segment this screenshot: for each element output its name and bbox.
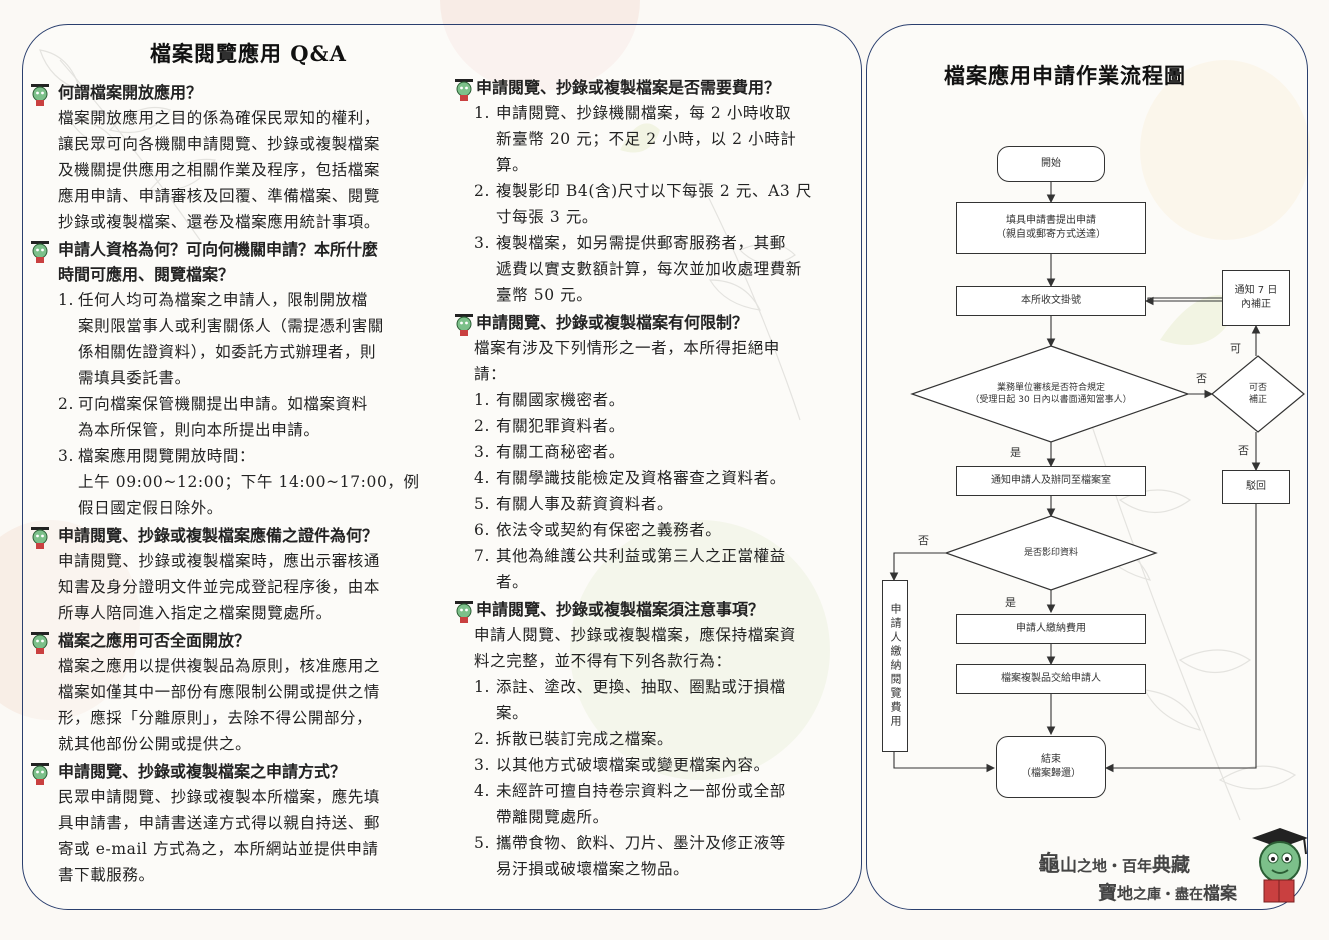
label-yes-1: 是 <box>1010 446 1021 459</box>
question-heading: 申請閱覽、抄錄或複製檔案應備之證件為何？ <box>28 523 448 549</box>
turtle-mascot-icon <box>31 527 49 549</box>
flow-end: 結束 （檔案歸還） <box>996 736 1106 798</box>
list-item: 1.添註、塗改、更換、抽取、圈點或汙損檔案。 <box>474 678 786 722</box>
question-heading: 何謂檔案開放應用？ <box>28 80 448 106</box>
bg-blob-yellow <box>1140 60 1310 240</box>
turtle-mascot-icon <box>31 84 49 106</box>
turtle-mascot-icon <box>31 241 49 263</box>
flow-notify: 通知申請人及辦同至檔案室 <box>956 466 1146 496</box>
list-item: 3.複製檔案，如另需提供郵寄服務者，其郵遞費以實支數額計算，每次並加收處理費新臺… <box>474 234 802 304</box>
label-yes-2: 是 <box>1005 596 1016 609</box>
list-item: 6.依法令或契約有保密之義務者。 <box>474 521 722 539</box>
list-item: 3.有關工商秘密者。 <box>474 443 625 461</box>
bg-blob-green <box>570 520 830 780</box>
list-item: 2.可向檔案保管機關提出申請。如檔案資料為本所保管，則向本所提出申請。 <box>58 395 368 439</box>
list-item: 1.有關國家機密者。 <box>474 391 625 409</box>
question-heading: 申請人資格為何？可向何機關申請？本所什麼 時間可應用、閱覽檔案？ <box>28 237 448 287</box>
turtle-mascot-large-icon <box>1252 828 1308 903</box>
question-heading: 申請閱覽、抄錄或複製檔案之申請方式？ <box>28 759 448 785</box>
slogan-line-1: 龜山之地・百年典藏 <box>1038 851 1191 877</box>
bg-blob-peach <box>0 520 140 720</box>
flow-review-text: 業務單位審核是否符合規定 （受理日起 30 日內以書面通知當事人） <box>970 383 1132 405</box>
flowchart-title: 檔案應用申請作業流程圖 <box>944 63 1186 88</box>
flow-receive: 本所收文掛號 <box>956 286 1146 316</box>
label-no-3: 否 <box>918 534 929 547</box>
qa-left-column: 何謂檔案開放應用？ 檔案開放應用之目的係為確保民眾知的權利， 讓民眾可向各機關申… <box>28 80 448 888</box>
flow-start: 開始 <box>997 146 1105 182</box>
flow-pay-copy: 申請人繳納費用 <box>956 614 1146 644</box>
qa-right-column: 申請閱覽、抄錄或複製檔案是否需要費用？ 1.申請閱覽、抄錄機關檔案，每 2 小時… <box>452 75 857 882</box>
question-heading: 申請閱覽、抄錄或複製檔案須注意事項？ <box>452 597 857 623</box>
flow-deliver: 檔案複製品交給申請人 <box>956 664 1146 694</box>
list-item: 5.有關人事及薪資資料者。 <box>474 495 674 513</box>
slogan-line-2: 寶地之庫・盡在檔案 <box>1098 882 1238 904</box>
label-no-1: 否 <box>1196 372 1207 385</box>
label-can: 可 <box>1230 342 1241 355</box>
list-item: 3.以其他方式破壞檔案或變更檔案內容。 <box>474 756 770 774</box>
list-item: 7.其他為維護公共利益或第三人之正當權益者。 <box>474 547 786 591</box>
list-item: 2.複製影印 B4(含)尺寸以下每張 2 元、A3 尺寸每張 3 元。 <box>474 182 812 226</box>
flow-pay-view: 申請人繳納閱覽費用 <box>882 580 908 752</box>
flow-correction-notice: 通知 7 日 內補正 <box>1222 270 1290 326</box>
flow-reject: 駁回 <box>1222 470 1290 504</box>
list-item: 2.拆散已裝訂完成之檔案。 <box>474 730 674 748</box>
list-item: 4.有關學識技能檢定及資格審查之資料者。 <box>474 469 786 487</box>
flow-fill-application: 填具申請書提出申請 （親自或郵寄方式送達） <box>956 202 1146 254</box>
turtle-mascot-icon <box>31 763 49 785</box>
list-item: 4.未經許可擅自持卷宗資料之一部份或全部帶離閱覽處所。 <box>474 782 786 826</box>
list-item: 3.檔案應用閱覽開放時間：上午 09:00~12:00；下午 14:00~17:… <box>58 447 420 517</box>
list-item: 5.攜帶食物、飲料、刀片、墨汁及修正液等易汙損或破壞檔案之物品。 <box>474 834 786 878</box>
qa-panel <box>22 24 862 910</box>
label-no-2: 否 <box>1238 444 1249 457</box>
flow-can-correct-text: 可否 補正 <box>1248 383 1267 405</box>
list-item: 2.有關犯罪資料者。 <box>474 417 625 435</box>
correct-decision-diamond <box>1211 355 1305 433</box>
qa-title: 檔案閱覽應用 Q&A <box>150 41 347 66</box>
turtle-mascot-icon <box>455 314 473 336</box>
question-heading: 檔案之應用可否全面開放？ <box>28 628 448 654</box>
turtle-mascot-icon <box>31 632 49 654</box>
flow-copy-text: 是否影印資料 <box>1023 548 1078 558</box>
review-decision-diamond <box>910 345 1190 443</box>
list-item: 1.申請閱覽、抄錄機關檔案，每 2 小時收取新臺幣 20 元；不足 2 小時，以… <box>474 104 797 174</box>
copy-decision-diamond <box>944 515 1158 591</box>
list-item: 1.任何人均可為檔案之申請人，限制開放檔案則限當事人或利害關係人（需提憑利害關係… <box>58 291 384 387</box>
question-heading: 申請閱覽、抄錄或複製檔案有何限制？ <box>452 310 857 336</box>
turtle-mascot-icon <box>455 79 473 101</box>
question-heading: 申請閱覽、抄錄或複製檔案是否需要費用？ <box>452 75 857 101</box>
turtle-mascot-icon <box>455 601 473 623</box>
